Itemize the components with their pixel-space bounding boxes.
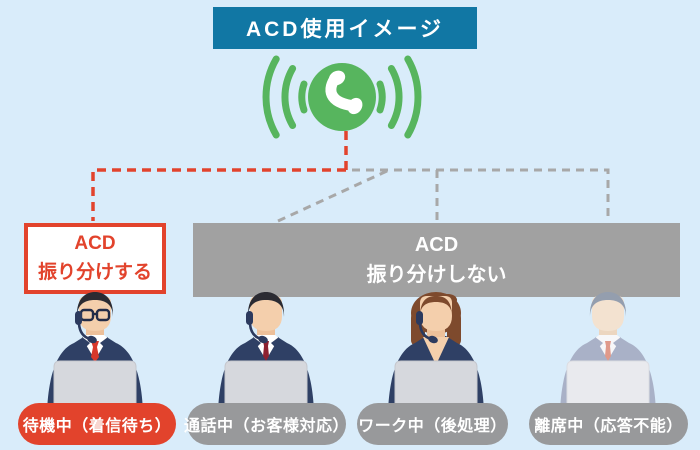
laptop-icon	[394, 360, 478, 413]
status-badge-waiting: 待機中（着信待ち）	[18, 403, 176, 445]
diagram-title: ACD使用イメージ	[245, 18, 445, 41]
signal-waves-left-icon	[262, 55, 308, 139]
ringing-phone-icon	[308, 63, 376, 131]
diagram-title-banner: ACD使用イメージ	[213, 7, 477, 49]
agent-on-call-illustration	[218, 292, 314, 413]
status-badge-away: 離席中（応答不能）	[529, 403, 688, 445]
connector-distribute-dashed-line	[91, 131, 348, 221]
laptop-icon	[566, 360, 650, 413]
connector-no-distribute-dashed-line	[277, 168, 610, 223]
laptop-icon	[224, 360, 308, 413]
acd-no-distribute-box: ACD 振り分けしない	[193, 223, 680, 297]
signal-waves-right-icon	[376, 55, 422, 139]
acd-distribute-line1: ACD	[74, 233, 116, 254]
agent-away-illustration	[560, 292, 656, 413]
headset-icon	[246, 311, 268, 344]
headset-icon	[75, 311, 97, 344]
acd-no-distribute-line2: 振り分けしない	[366, 264, 507, 286]
headset-icon	[416, 311, 438, 344]
acd-distribute-line2: 振り分けする	[37, 261, 152, 283]
laptop-icon	[53, 360, 137, 413]
agent-waiting-illustration	[47, 292, 143, 413]
status-badge-working: ワーク中（後処理）	[357, 403, 508, 445]
acd-distribute-box: ACD 振り分けする	[24, 223, 166, 294]
status-badge-on-call: 通話中（お客様対応）	[184, 403, 349, 445]
agent-working-illustration	[388, 292, 484, 413]
acd-no-distribute-line1: ACD	[414, 234, 459, 256]
